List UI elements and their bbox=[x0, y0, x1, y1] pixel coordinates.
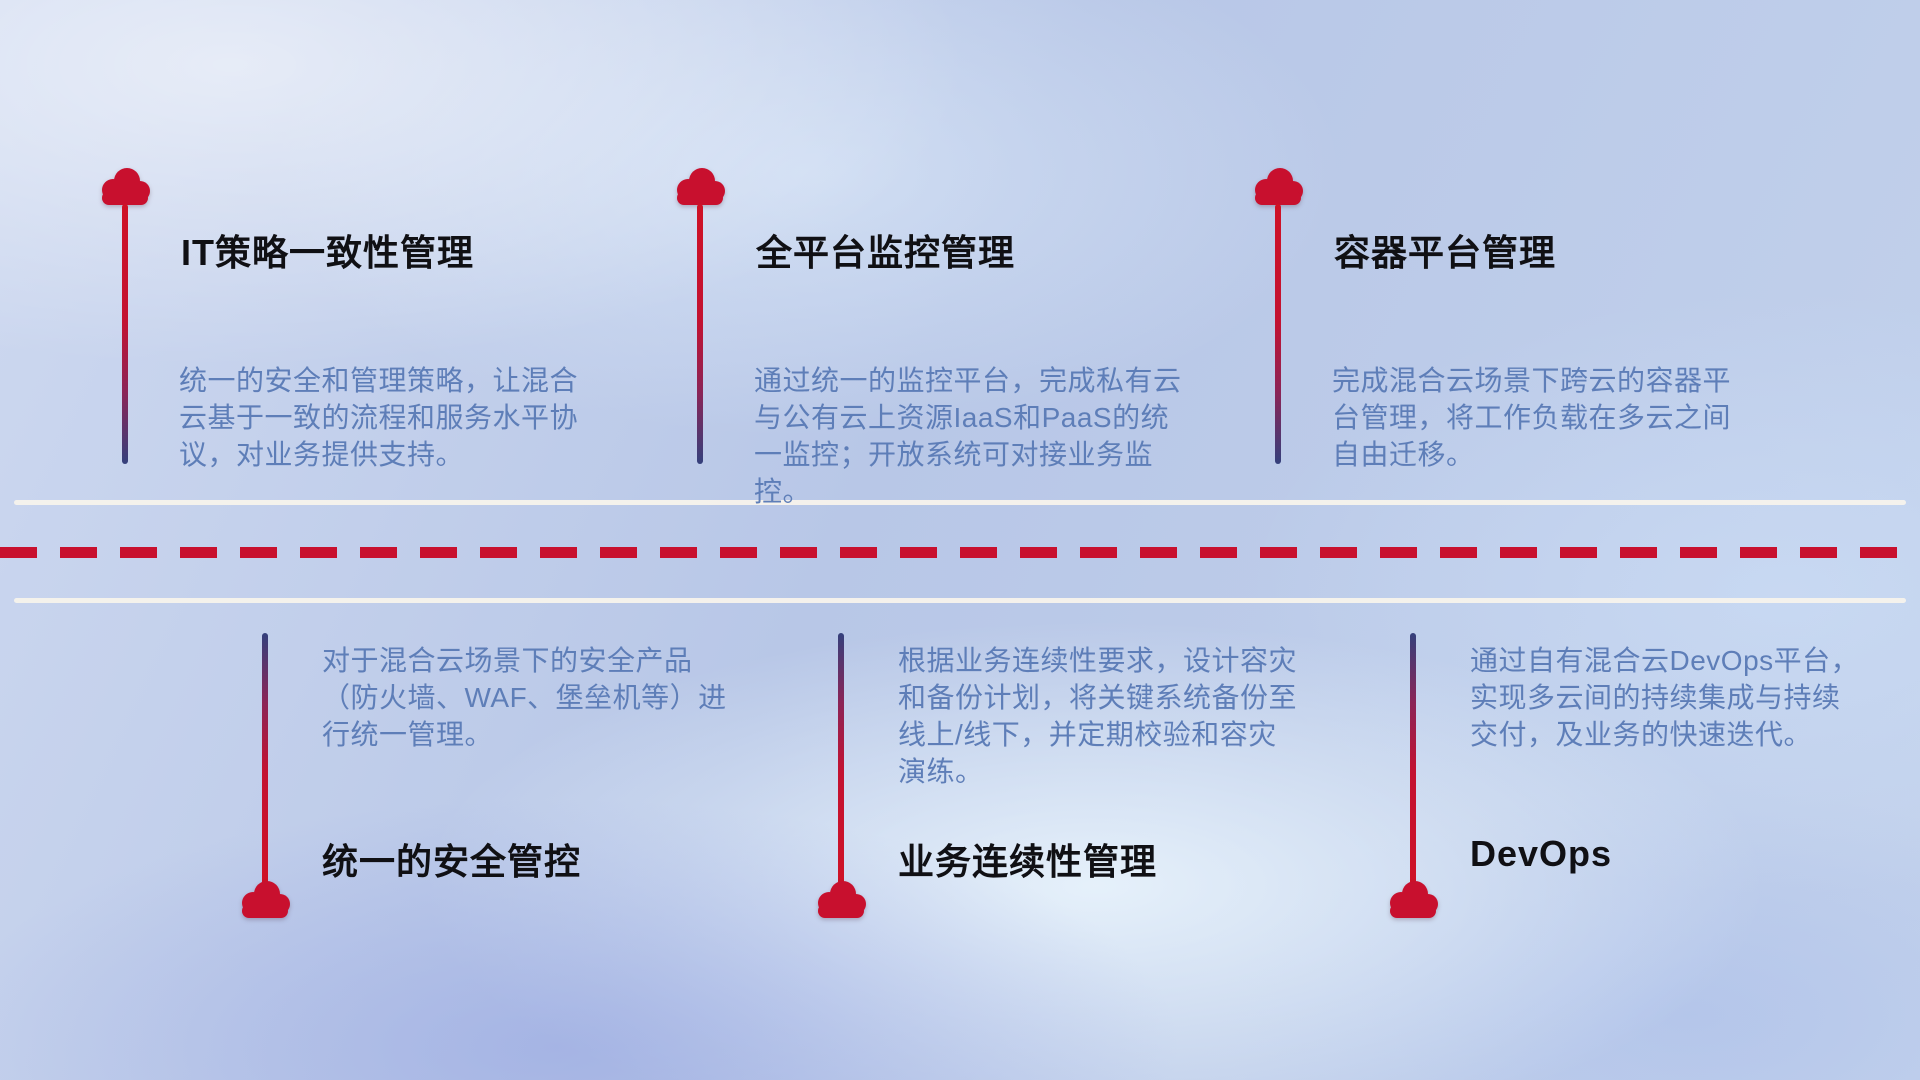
capability-description: 统一的安全和管理策略，让混合 云基于一致的流程和服务水平协 议，对业务提供支持。 bbox=[179, 365, 579, 470]
capability-item-business-continuity: 根据业务连续性要求，设计容灾 和备份计划，将关键系统备份至 线上/线下，并定期校… bbox=[813, 633, 1333, 953]
capability-description: 通过统一的监控平台，完成私有云 与公有云上资源IaaS和PaaS的统 一监控；开… bbox=[754, 365, 1182, 507]
connector-line bbox=[1410, 633, 1416, 885]
connector-line bbox=[122, 204, 128, 464]
cloud-icon bbox=[1250, 166, 1306, 206]
connector-line bbox=[838, 633, 844, 885]
capability-title: 业务连续性管理 bbox=[898, 841, 1158, 882]
capability-title: 统一的安全管控 bbox=[322, 841, 582, 882]
capability-description: 根据业务连续性要求，设计容灾 和备份计划，将关键系统备份至 线上/线下，并定期校… bbox=[898, 645, 1298, 787]
cloud-icon bbox=[813, 879, 869, 919]
connector-line bbox=[1275, 204, 1281, 464]
connector-line bbox=[697, 204, 703, 464]
cloud-icon bbox=[97, 166, 153, 206]
capability-title: 容器平台管理 bbox=[1334, 232, 1557, 273]
capability-title: IT策略一致性管理 bbox=[181, 232, 474, 273]
connector-line bbox=[262, 633, 268, 885]
capability-item-security-control: 对于混合云场景下的安全产品 （防火墙、WAF、堡垒机等）进 行统一管理。 统一的… bbox=[237, 633, 757, 953]
capability-item-monitoring: 全平台监控管理 通过统一的监控平台，完成私有云 与公有云上资源IaaS和PaaS… bbox=[672, 166, 1192, 507]
capability-title: 全平台监控管理 bbox=[756, 232, 1016, 273]
cloud-icon bbox=[672, 166, 728, 206]
cloud-icon bbox=[1385, 879, 1441, 919]
capability-title: DevOps bbox=[1470, 833, 1613, 874]
capability-item-it-policy: IT策略一致性管理 统一的安全和管理策略，让混合 云基于一致的流程和服务水平协 … bbox=[97, 166, 617, 506]
capability-description: 完成混合云场景下跨云的容器平 台管理，将工作负载在多云之间 自由迁移。 bbox=[1332, 365, 1732, 470]
capability-description: 对于混合云场景下的安全产品 （防火墙、WAF、堡垒机等）进 行统一管理。 bbox=[322, 645, 727, 750]
capability-description: 通过自有混合云DevOps平台， 实现多云间的持续集成与持续 交付，及业务的快速… bbox=[1470, 645, 1860, 750]
capability-item-devops: 通过自有混合云DevOps平台， 实现多云间的持续集成与持续 交付，及业务的快速… bbox=[1385, 633, 1905, 953]
cloud-icon bbox=[237, 879, 293, 919]
capability-item-container-platform: 容器平台管理 完成混合云场景下跨云的容器平 台管理，将工作负载在多云之间 自由迁… bbox=[1250, 166, 1770, 506]
